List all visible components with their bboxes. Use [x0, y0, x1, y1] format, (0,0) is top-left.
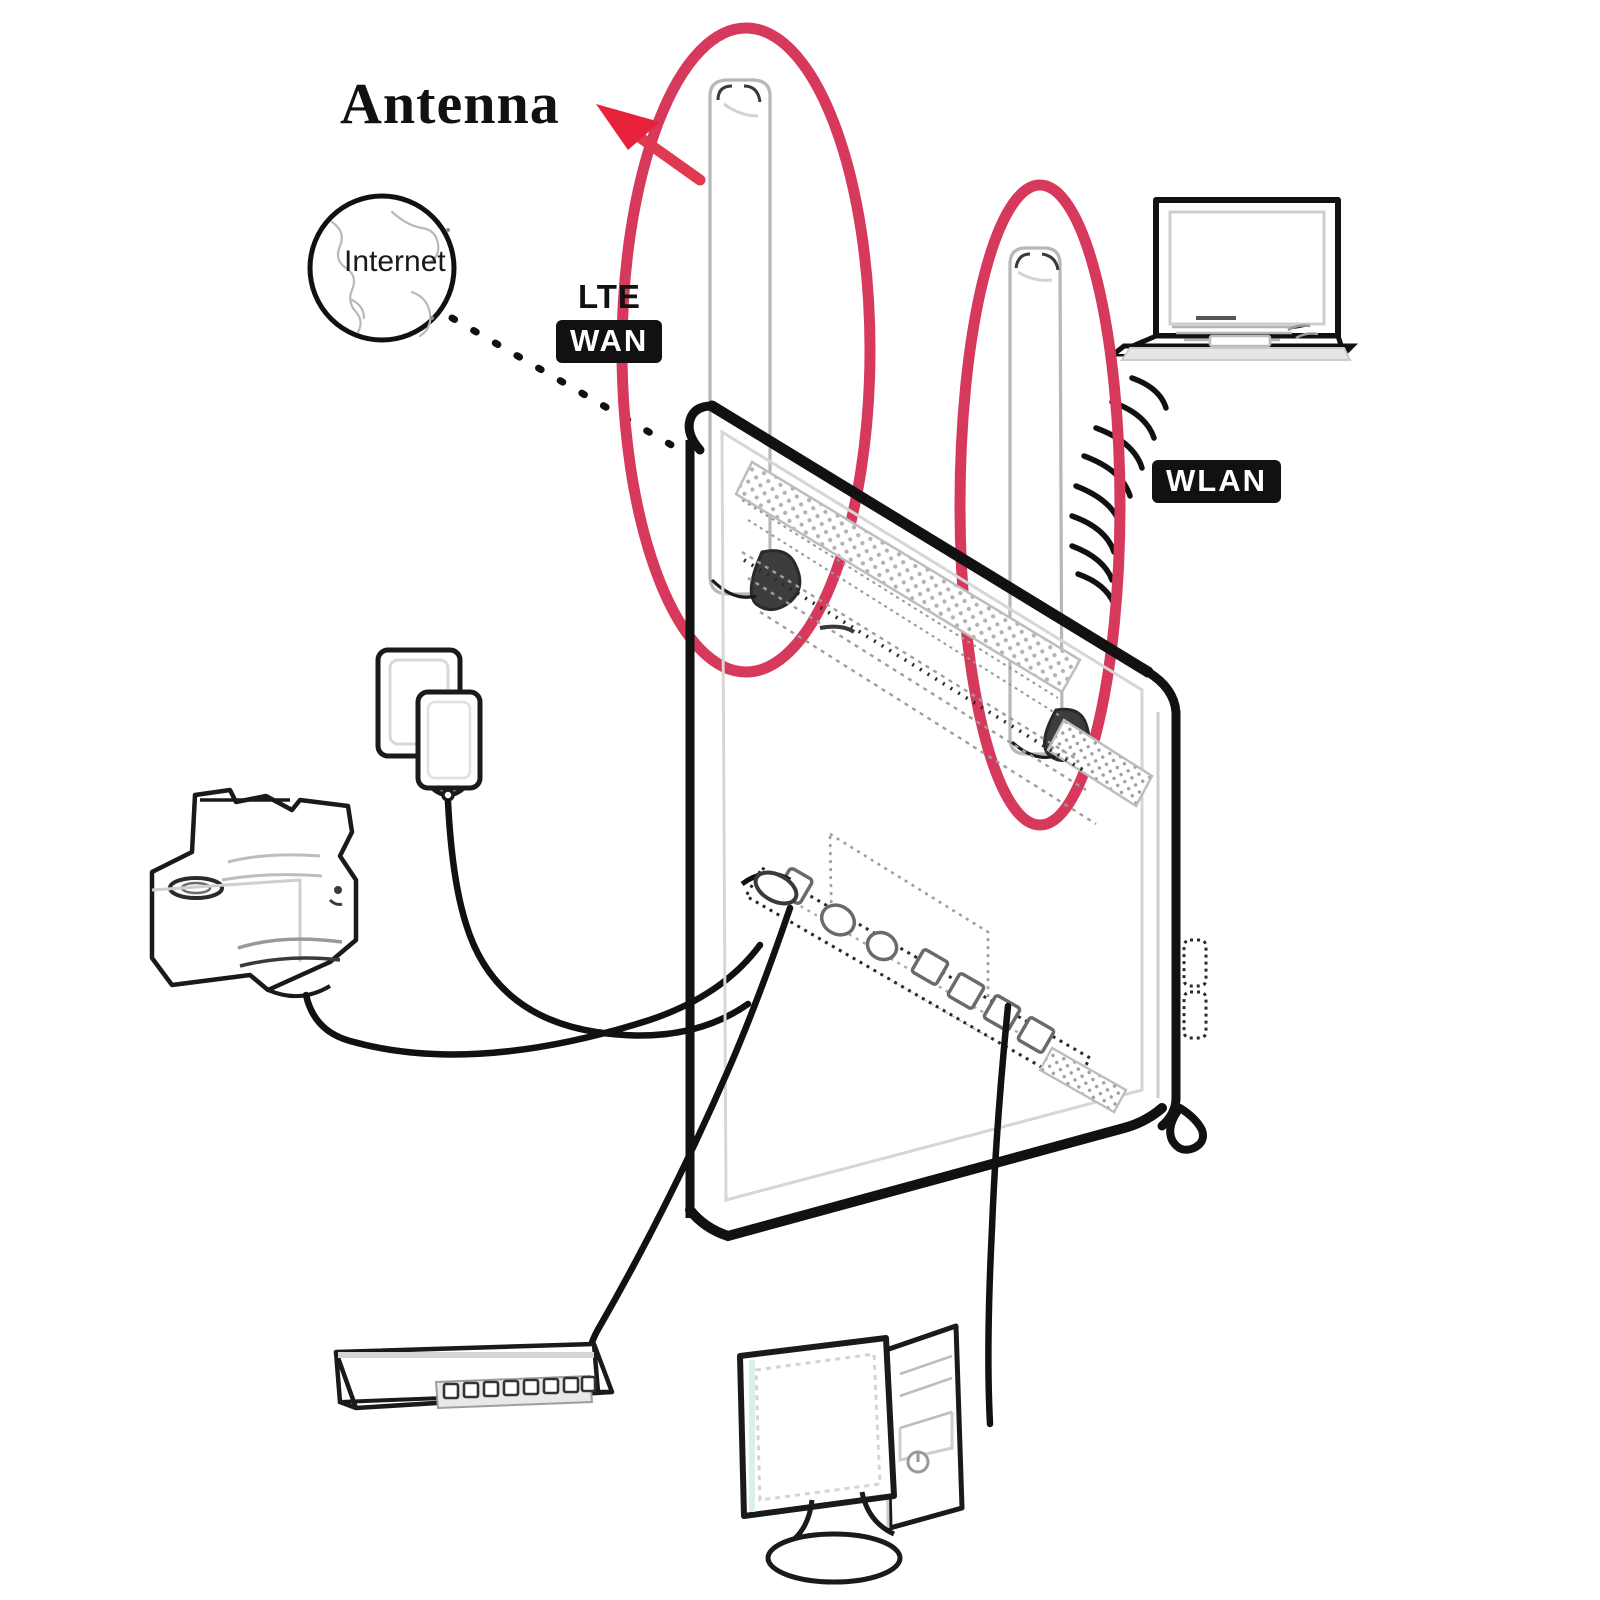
router-vent-top — [734, 460, 1082, 717]
printer — [149, 787, 359, 999]
desktop-computer — [737, 1323, 965, 1585]
wifi-arcs — [1069, 375, 1169, 607]
network-switch — [333, 1341, 615, 1411]
internet-label: Internet — [344, 245, 446, 278]
router-side-buttons[interactable] — [1182, 938, 1208, 1040]
antenna-highlight-right — [954, 179, 1126, 831]
antenna-arrow — [596, 104, 706, 186]
wan-tag: WAN — [556, 320, 663, 363]
lte-label: LTE — [578, 278, 641, 315]
power-cable — [444, 798, 752, 1039]
router-vent-second — [1046, 718, 1154, 808]
antenna-label: Antenna — [340, 71, 560, 136]
switch-cable — [586, 904, 794, 1362]
power-adapter — [375, 647, 483, 802]
printer-cable — [302, 941, 764, 1058]
wlan-tag: WLAN — [1152, 460, 1281, 503]
internet-globe — [307, 193, 457, 343]
laptop — [1111, 197, 1359, 361]
pc-cable — [985, 1002, 1012, 1428]
